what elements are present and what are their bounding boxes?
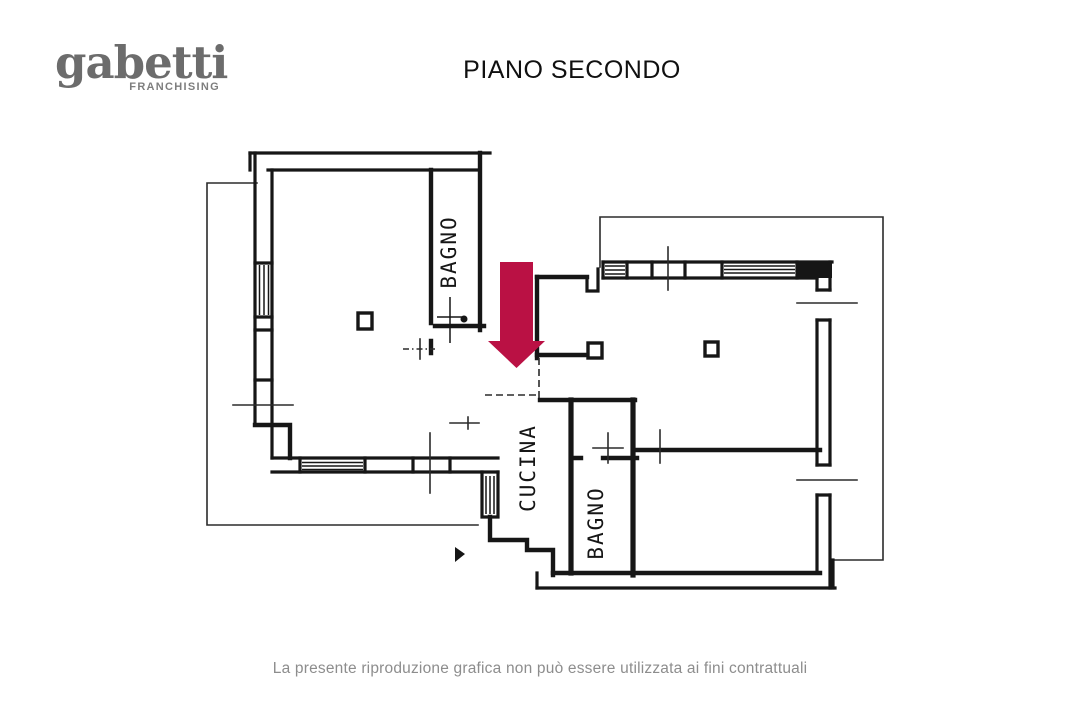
door-swing-mark (455, 547, 465, 562)
bagno-top-walls (403, 150, 487, 360)
left-unit-walls (248, 151, 500, 474)
bottom-right-room-walls (535, 429, 837, 590)
fixture-dot (460, 315, 468, 323)
logo-brand-text: gabetti (55, 36, 228, 89)
entry-pillar (586, 341, 604, 360)
right-room-pillar (703, 340, 720, 358)
outer-boundary (206, 182, 884, 590)
page-title: PIANO SECONDO (463, 56, 681, 84)
entrance-arrow-icon (488, 262, 545, 368)
disclaimer-text: La presente riproduzione grafica non può… (272, 660, 808, 677)
gabetti-logo: gabetti FRANCHISING (55, 36, 228, 93)
left-room-pillar (356, 311, 374, 331)
room-label-cucina: CUCINA (516, 424, 540, 512)
bagno-bottom-walls (572, 397, 640, 578)
right-unit-east-wall (796, 260, 858, 590)
dimension-marks (232, 404, 480, 494)
logo-subtitle-text: FRANCHISING (129, 81, 220, 93)
room-label-bagno-top: BAGNO (437, 215, 461, 288)
kitchen-partitions (537, 397, 638, 576)
right-unit-window-wall (601, 246, 834, 291)
floor-plan: BAGNO CUCINA BAGNO (195, 145, 895, 645)
floor-plan-drawing: BAGNO CUCINA BAGNO (206, 150, 884, 590)
kitchen-window-and-step (455, 470, 556, 578)
room-label-bagno-bottom: BAGNO (584, 486, 608, 559)
wall-corner-block (797, 262, 832, 278)
